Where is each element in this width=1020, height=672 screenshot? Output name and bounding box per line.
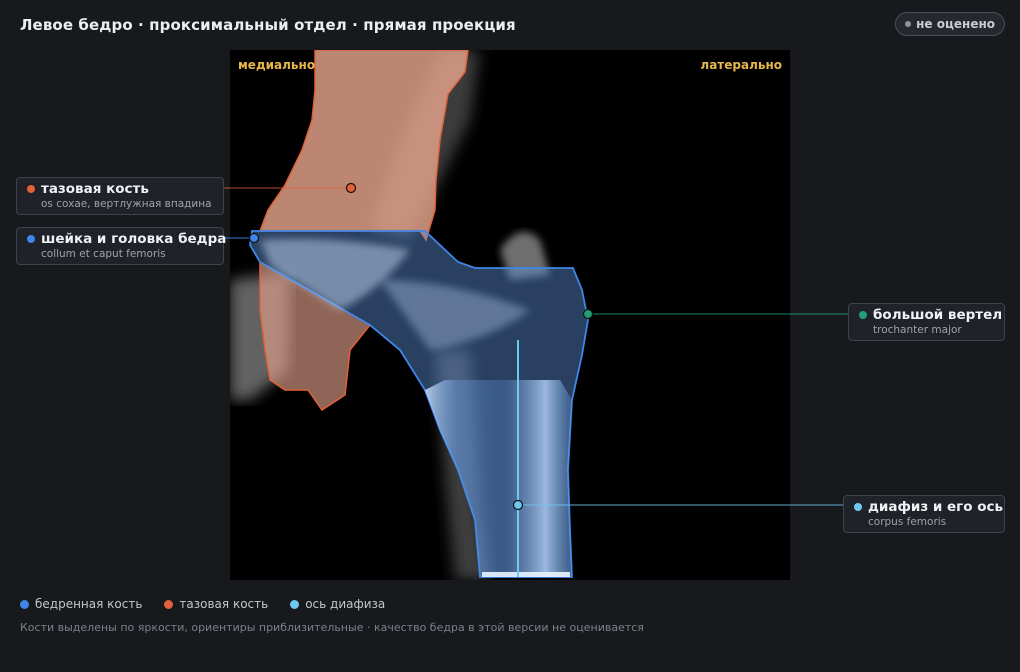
legend-item-femur: бедренная кость (20, 597, 142, 611)
callout-trochanter-name: большой вертел (873, 307, 1003, 323)
callout-shaft-latin: corpus femoris (868, 516, 947, 528)
pelvis-legend-dot-icon (164, 599, 174, 609)
status-badge: не оценено (895, 12, 1005, 36)
legend-item-axis: ось диафиза (290, 597, 385, 611)
trochanter-dot-icon (859, 311, 867, 319)
callout-shaft-name: диафиз и его ось (868, 499, 1004, 515)
pelvis-segmentation (258, 50, 469, 412)
legend-axis-label: ось диафиза (305, 597, 386, 611)
legend: бедренная кость тазовая кость ось диафиз… (20, 597, 385, 611)
page-title: Левое бедро · проксимальный отдел · прям… (20, 16, 516, 34)
xray-canvas (230, 50, 790, 580)
callout-neck[interactable]: шейка и головка бедра collum et caput fe… (16, 227, 227, 265)
orientation-medial-label: медиально (238, 58, 316, 72)
callout-trochanter-latin: trochanter major (873, 324, 962, 336)
shaft-dot-icon (854, 503, 862, 511)
axis-legend-dot-icon (290, 599, 300, 609)
orientation-lateral-label: латерально (700, 58, 782, 72)
legend-femur-label: бедренная кость (35, 597, 143, 611)
femur-legend-dot-icon (20, 599, 29, 609)
callout-pelvis-name: тазовая кость (41, 181, 149, 197)
neck-dot-icon (27, 235, 35, 243)
callout-neck-latin: collum et caput femoris (41, 248, 166, 260)
xray-image[interactable]: медиально латерально (230, 50, 790, 580)
legend-pelvis-label: тазовая кость (179, 597, 269, 611)
legend-item-pelvis: тазовая кость (164, 597, 268, 611)
callout-shaft[interactable]: диафиз и его ось corpus femoris (843, 495, 1005, 533)
callout-pelvis[interactable]: тазовая кость os coxae, вертлужная впади… (16, 177, 224, 215)
status-label: не оценено (916, 17, 995, 31)
footnote: Кости выделены по яркости, ориентиры при… (20, 621, 644, 634)
callout-neck-name: шейка и головка бедра (41, 231, 227, 247)
femur-segmentation (249, 230, 589, 578)
callout-trochanter[interactable]: большой вертел trochanter major (848, 303, 1005, 341)
callout-pelvis-latin: os coxae, вертлужная впадина (41, 198, 212, 210)
pelvis-dot-icon (27, 185, 35, 193)
status-dot-icon (905, 21, 912, 27)
